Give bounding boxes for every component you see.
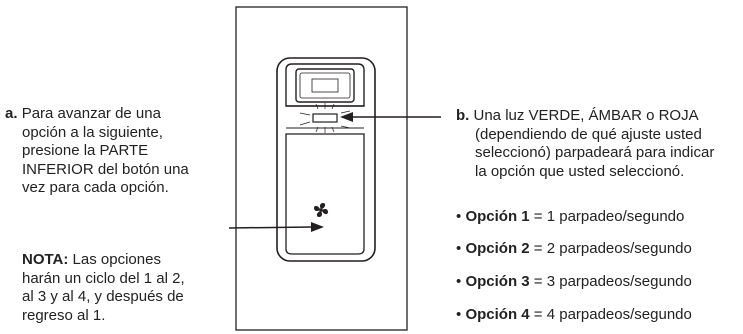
option-label: Opción 3	[465, 273, 530, 290]
callout-a-line: Para avanzar de una	[21, 105, 161, 122]
callout-a-line: INFERIOR del botón una	[22, 160, 189, 178]
callout-a-marker: a.	[5, 105, 18, 122]
option-label: Opción 4	[465, 306, 530, 323]
callout-b-line: la opción que usted seleccionó.	[475, 162, 685, 180]
callout-a-first-line: a. Para avanzar de una	[5, 105, 240, 124]
callout-b-first-line: b. Una luz VERDE, ÁMBAR o ROJA	[456, 107, 741, 126]
note-label: NOTA:	[22, 251, 69, 268]
option-item: • Opción 4 = 4 parpadeos/segundo	[456, 306, 692, 323]
arrow-a	[228, 222, 324, 232]
bullet: •	[456, 306, 462, 323]
note-first-line: NOTA: Las opciones	[22, 251, 242, 270]
option-text: = 4 parpadeos/segundo	[529, 306, 692, 323]
note-line: regreso al 1.	[22, 306, 106, 324]
option-text: = 1 parpadeo/segundo	[529, 208, 685, 225]
callout-a-line: vez para cada opción.	[22, 179, 169, 196]
callout-a-line: opción a la siguiente,	[22, 123, 163, 141]
bullet: •	[456, 273, 462, 290]
option-item: • Opción 1 = 1 parpadeo/segundo	[456, 208, 684, 225]
callout-a-line: presione la PARTE	[22, 142, 149, 159]
lower-button[interactable]	[285, 133, 365, 255]
callout-b-marker: b.	[456, 107, 470, 124]
bullet: •	[456, 208, 462, 225]
arrow-b	[340, 112, 441, 122]
note-text: Las opciones	[68, 251, 161, 268]
option-text: = 2 parpadeos/segundo	[529, 240, 692, 257]
option-label: Opción 2	[465, 240, 530, 257]
callout-b: b. Una luz VERDE, ÁMBAR o ROJA (dependie…	[456, 107, 741, 181]
note-line: al 3 y al 4, y después de	[22, 288, 184, 305]
callout-b-line: (dependiendo de qué ajuste usted	[475, 125, 702, 143]
callout-a: a. Para avanzar de una opción a la sigui…	[5, 105, 240, 198]
option-label: Opción 1	[465, 208, 530, 225]
option-text: = 3 parpadeos/segundo	[529, 273, 692, 290]
callout-b-line: seleccionó) parpadeará para indicar	[475, 144, 715, 161]
option-item: • Opción 3 = 3 parpadeos/segundo	[456, 273, 692, 290]
option-item: • Opción 2 = 2 parpadeos/segundo	[456, 240, 692, 257]
callout-b-text: Una luz VERDE, ÁMBAR o ROJA	[469, 107, 699, 124]
bullet: •	[456, 240, 462, 257]
switch-body	[276, 57, 376, 262]
wall-plate	[235, 6, 408, 331]
upper-window	[295, 68, 355, 103]
fan-icon	[314, 203, 328, 217]
note-line: harán un ciclo del 1 al 2,	[22, 269, 185, 287]
note-block: NOTA: Las opciones harán un ciclo del 1 …	[22, 251, 242, 325]
